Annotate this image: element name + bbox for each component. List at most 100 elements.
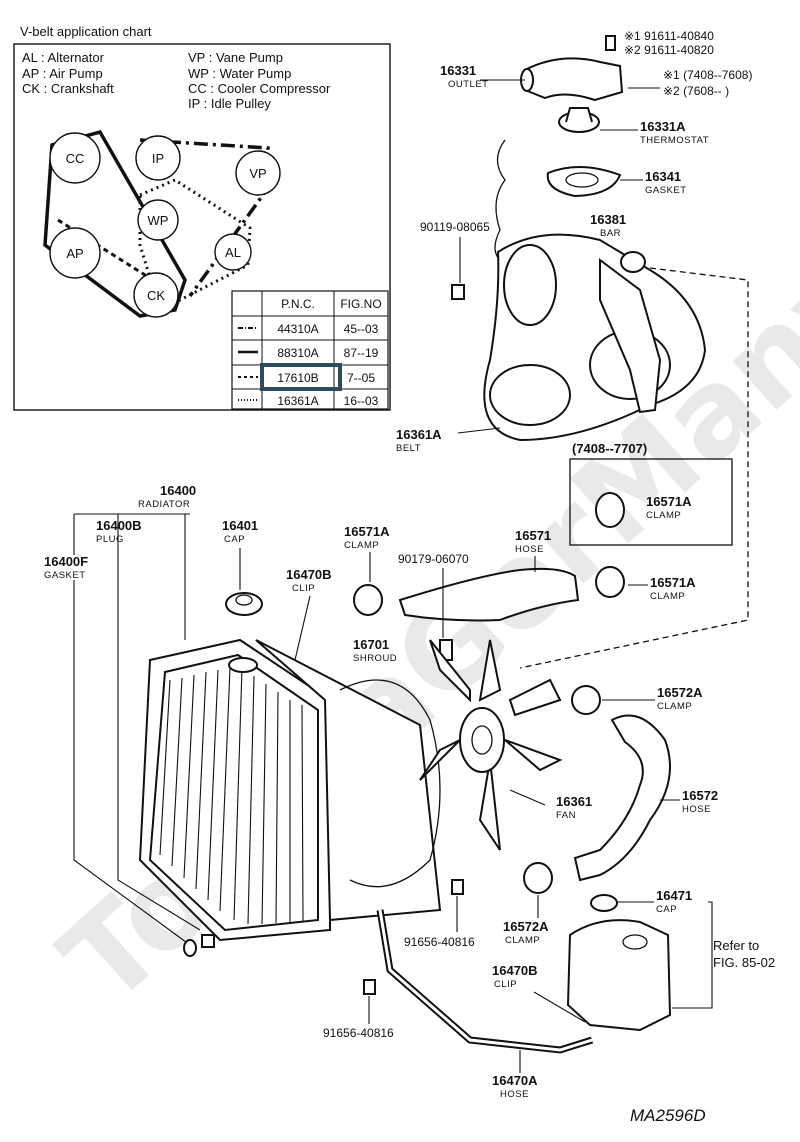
- label-91611-a: ※1 91611-40840: [624, 29, 714, 43]
- header-fig: FIG.NO: [340, 297, 381, 311]
- svg-text:AL: AL: [225, 245, 241, 260]
- svg-text:BAR: BAR: [600, 228, 621, 239]
- label-91611-b: ※2 91611-40820: [624, 43, 714, 57]
- chart-title: V-belt application chart: [20, 24, 152, 39]
- hose-16571: 16571 HOSE: [398, 528, 580, 622]
- highlight-box: [260, 363, 342, 391]
- legend-cc: CC : Cooler Compressor: [188, 81, 331, 96]
- svg-text:SHROUD: SHROUD: [353, 653, 397, 664]
- svg-text:CAP: CAP: [656, 904, 677, 915]
- svg-text:PLUG: PLUG: [96, 534, 124, 545]
- engine-outline: [494, 139, 506, 261]
- note-2: ※2 (7608-- ): [663, 84, 729, 98]
- label-16572: 16572: [682, 788, 718, 803]
- fan: 16361 FAN: [419, 639, 592, 851]
- gasket-top: 16341 GASKET: [546, 165, 687, 198]
- clamp-16572A-top: 16572A CLAMP: [571, 685, 703, 715]
- radiator-cap: [225, 592, 263, 616]
- svg-text:HOSE: HOSE: [682, 804, 711, 815]
- legend-ap: AP : Air Pump: [22, 66, 103, 81]
- diagram-code: MA2596D: [630, 1106, 706, 1125]
- svg-text:CLAMP: CLAMP: [646, 510, 681, 521]
- clamp-16571A-right: 16571A CLAMP: [595, 566, 696, 602]
- table-row: 17610B: [277, 371, 318, 385]
- table-row: 7--05: [347, 371, 375, 385]
- refer-line-2: FIG. 85-02: [713, 955, 775, 970]
- note-1: ※1 (7408--7608): [663, 68, 752, 82]
- svg-text:VP: VP: [249, 166, 266, 181]
- svg-text:HOSE: HOSE: [515, 544, 544, 555]
- label-16401: 16401: [222, 518, 258, 533]
- refer-line-1: Refer to: [713, 938, 759, 953]
- hose-16470A: 16470A HOSE: [376, 909, 594, 1100]
- svg-text:CLAMP: CLAMP: [505, 935, 540, 946]
- reservoir-tank: Refer to FIG. 85-02: [566, 901, 775, 1032]
- svg-text:OUTLET: OUTLET: [448, 79, 488, 90]
- outline-dashed: [519, 267, 749, 669]
- label-16361A: 16361A: [396, 427, 442, 442]
- label-16571A-box: 16571A: [646, 494, 692, 509]
- label-16471: 16471: [656, 888, 692, 903]
- label-16572A-top: 16572A: [657, 685, 703, 700]
- drain-plug: [183, 934, 215, 957]
- label-range: (7408--7707): [572, 441, 647, 456]
- svg-text:THERMOSTAT: THERMOSTAT: [640, 135, 709, 146]
- belt-assembly: 16381 BAR 16361A BELT: [396, 212, 707, 454]
- svg-text:CC: CC: [66, 151, 85, 166]
- pulley-ck: CK: [133, 272, 179, 318]
- reservoir-cap: 16471 CAP: [590, 888, 692, 915]
- label-16571: 16571: [515, 528, 551, 543]
- svg-text:AP: AP: [66, 246, 83, 261]
- belt-dotted: [138, 178, 252, 313]
- label-16470B-top: 16470B: [286, 567, 332, 582]
- svg-text:WP: WP: [148, 213, 169, 228]
- svg-text:IP: IP: [152, 151, 164, 166]
- label-16331: 16331: [440, 63, 476, 78]
- label-16572A-bottom: 16572A: [503, 919, 549, 934]
- label-16400F: 16400F: [44, 554, 88, 569]
- belt-solid: [43, 129, 187, 318]
- table-row: 44310A: [277, 322, 318, 336]
- v-belt-chart: V-belt application chart AL : Alternator…: [13, 24, 391, 411]
- table-row: 88310A: [277, 346, 318, 360]
- shroud: [255, 639, 442, 922]
- radiator: [138, 638, 331, 942]
- legend-vp: VP : Vane Pump: [188, 50, 283, 65]
- svg-text:CLAMP: CLAMP: [657, 701, 692, 712]
- clamp-16572A-bottom: 16572A CLAMP: [503, 862, 553, 946]
- header-pnc: P.N.C.: [281, 297, 315, 311]
- label-90119: 90119-08065: [420, 220, 490, 234]
- table-row: 16--03: [344, 394, 379, 408]
- thermostat: 16331A THERMOSTAT: [558, 107, 709, 146]
- pulley-wp: WP: [137, 199, 179, 241]
- svg-text:CLIP: CLIP: [494, 979, 517, 990]
- bolt-91656-b: 91656-40816: [323, 979, 394, 1040]
- label-16331A: 16331A: [640, 119, 686, 134]
- label-16341: 16341: [645, 169, 681, 184]
- clip-16470B-bottom: 16470B CLIP: [492, 963, 586, 1023]
- table-row: 16361A: [277, 394, 318, 408]
- bolt-91656-a: 91656-40816: [404, 879, 475, 949]
- label-16470B-bottom: 16470B: [492, 963, 538, 978]
- pulley-ap: AP: [49, 227, 101, 279]
- legend-wp: WP : Water Pump: [188, 66, 291, 81]
- pulley-al: AL: [214, 233, 252, 271]
- bolt-90119: 90119-08065: [420, 220, 490, 300]
- water-outlet: 16331 OUTLET: [440, 57, 624, 102]
- pulley-vp: VP: [235, 150, 281, 196]
- label-16470A: 16470A: [492, 1073, 538, 1088]
- svg-text:CAP: CAP: [224, 534, 245, 545]
- legend-ck: CK : Crankshaft: [22, 81, 114, 96]
- svg-text:RADIATOR: RADIATOR: [138, 499, 190, 510]
- label-16571A-right: 16571A: [650, 575, 696, 590]
- pulley-ip: IP: [135, 135, 181, 181]
- radiator-labels: 16400 RADIATOR 16400B PLUG 16401 CAP 164…: [44, 483, 397, 946]
- label-16381: 16381: [590, 212, 626, 227]
- svg-text:HOSE: HOSE: [500, 1089, 529, 1100]
- svg-text:CLIP: CLIP: [292, 583, 315, 594]
- label-16361: 16361: [556, 794, 592, 809]
- svg-text:GASKET: GASKET: [44, 570, 86, 581]
- radiator-fins: [159, 667, 304, 925]
- svg-text:GASKET: GASKET: [645, 185, 687, 196]
